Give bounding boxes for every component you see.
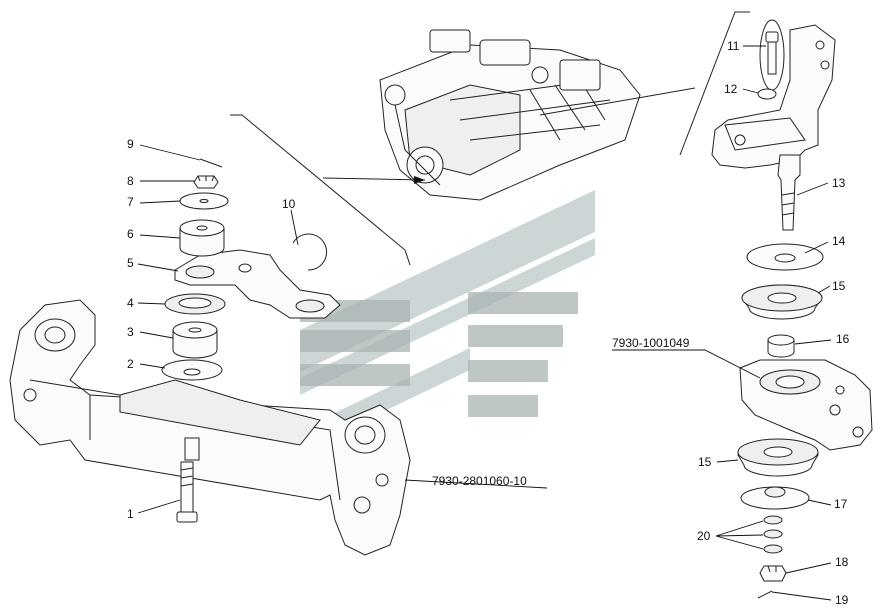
callout-9: 9 xyxy=(127,137,134,151)
part-17-cap xyxy=(740,486,810,510)
callout-13: 13 xyxy=(832,176,846,190)
part-15-cushion-top xyxy=(741,284,823,320)
callout-12: 12 xyxy=(724,82,738,96)
callout-8: 8 xyxy=(127,174,134,188)
callout-4: 4 xyxy=(127,296,134,310)
callout-3: 3 xyxy=(127,325,134,339)
group-leaders xyxy=(230,11,750,266)
bracket-7930-1001049 xyxy=(739,359,873,451)
part-7-washer xyxy=(179,192,229,210)
engine-assembly xyxy=(379,29,641,201)
callout-15-top: 15 xyxy=(832,279,846,293)
part-15-cushion-bottom xyxy=(737,438,819,477)
callout-labels: 1 2 3 4 5 6 7 8 9 10 11 12 13 14 15 16 1… xyxy=(127,39,850,607)
callout-16: 16 xyxy=(836,332,850,346)
callout-2: 2 xyxy=(127,357,134,371)
callout-14: 14 xyxy=(832,234,846,248)
part-2-washer xyxy=(161,359,223,381)
leaders-right xyxy=(612,45,832,601)
callout-20: 20 xyxy=(697,529,711,543)
part-20-washers xyxy=(763,515,783,554)
part-10-ring xyxy=(292,233,328,271)
callout-7: 7 xyxy=(127,195,134,209)
part-12-washer xyxy=(757,88,777,100)
leaders-left xyxy=(137,144,548,514)
callout-19: 19 xyxy=(835,593,849,607)
part-16-bushing xyxy=(767,334,795,358)
callout-10: 10 xyxy=(282,197,296,211)
part-8-nut xyxy=(193,175,219,189)
part-3-cushion xyxy=(172,321,218,359)
part-11-bolt xyxy=(759,19,785,91)
callout-1: 1 xyxy=(127,507,134,521)
part-18-nut xyxy=(759,565,787,582)
engine-bracket-top xyxy=(711,24,836,169)
callout-11: 11 xyxy=(727,39,740,53)
part-19-pin xyxy=(757,590,773,599)
part-number-bracket: 7930-1001049 xyxy=(612,336,690,350)
part-4-washer xyxy=(164,293,226,315)
part-5-bracket xyxy=(174,249,341,319)
callout-6: 6 xyxy=(127,227,134,241)
front-beam xyxy=(9,299,411,556)
callout-15-bottom: 15 xyxy=(698,455,712,469)
part-14-washer xyxy=(746,243,824,271)
callout-18: 18 xyxy=(835,555,849,569)
part-13-stud xyxy=(777,154,801,231)
part-1-bolt xyxy=(176,461,198,523)
callout-5: 5 xyxy=(127,256,134,270)
part-6-cushion xyxy=(179,219,225,257)
watermark-logo xyxy=(300,190,595,442)
part-9-pin xyxy=(199,158,223,168)
callout-17: 17 xyxy=(834,497,848,511)
part-number-beam: 7930-2801060-10 xyxy=(432,474,527,488)
